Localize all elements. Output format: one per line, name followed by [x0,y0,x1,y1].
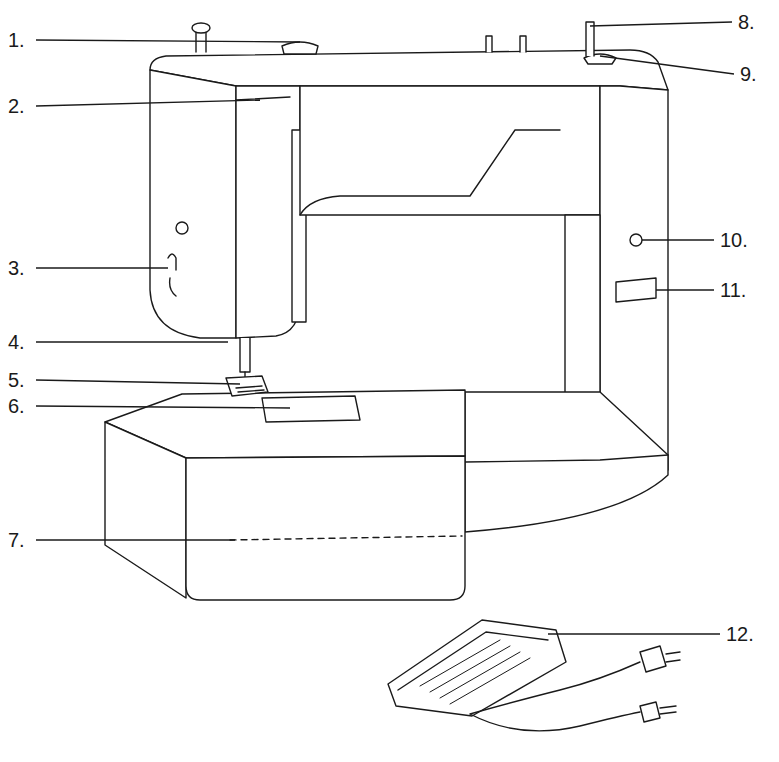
callout-number: 10. [720,230,748,250]
foot-teeth [236,386,264,392]
head-front [236,86,300,338]
thread-posts [486,36,526,52]
seam [230,536,462,540]
leader-line [36,341,228,342]
plug-pins [660,652,680,714]
callout-number: 11. [720,280,746,300]
foot-pedal [388,620,680,731]
callout-number: 8. [738,12,755,32]
pillar-front [565,215,600,395]
leader-line [36,40,300,42]
free-arm-front [186,456,465,600]
leader-line [590,22,732,26]
callout-number: 4. [8,332,25,352]
leader-line [548,633,720,634]
callout-number: 2. [8,96,25,116]
leader-line [36,406,290,408]
leader-line [36,539,235,540]
bobbin-winder [196,32,206,52]
plug [640,702,660,722]
head-side [150,70,236,338]
base [465,392,668,532]
plug [640,646,666,672]
pedal-ridges [420,640,530,704]
lever [168,254,176,296]
handwheel-slot [616,278,656,302]
base-edge [465,455,668,462]
dial [176,222,188,234]
knob [630,234,642,246]
needle-bar [240,338,250,372]
callout-number: 1. [8,30,25,50]
take-up-lever [236,97,290,100]
pedal-body [388,620,566,716]
leader-line [656,289,714,290]
presser-foot [226,376,268,396]
callout-number: 9. [740,64,757,84]
leader-lines [36,22,734,634]
thread-guide [282,42,318,54]
callout-number: 6. [8,396,25,416]
leader-line [36,380,240,384]
arm-front [300,86,600,215]
cord [470,662,640,731]
leader-line [642,239,714,240]
callout-number: 7. [8,530,25,550]
bobbin-winder-cap [192,23,210,33]
callout-number: 12. [726,624,754,644]
callout-number: 5. [8,370,25,390]
free-arm-side [105,422,186,598]
machine-body [105,22,668,600]
leader-line [36,100,260,106]
spool-pin [586,22,594,56]
leader-line [36,267,168,268]
needle-plate [262,396,360,422]
arm-recess [300,130,560,215]
callout-number: 3. [8,258,25,278]
leader-line [600,56,734,74]
